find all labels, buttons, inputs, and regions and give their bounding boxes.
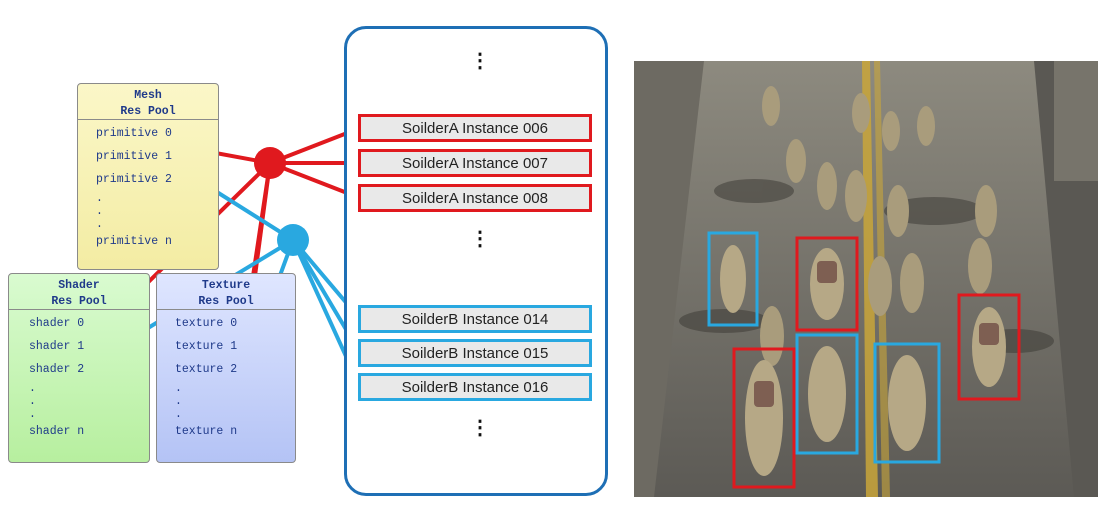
instance-soldier-a-006: SoilderA Instance 006 [358,114,592,142]
mesh-item: primitive 1 [96,150,172,163]
instance-soldier-a-007: SoilderA Instance 007 [358,149,592,177]
texture-item: . [175,382,182,395]
mesh-item: . [96,218,103,231]
highlight-box-a [732,347,796,489]
shader-item: shader n [29,425,85,438]
shader-item: shader 1 [29,340,85,353]
texture-item: . [175,395,182,408]
shader-item: . [29,395,36,408]
texture-pool-subtitle: Res Pool [198,295,254,308]
mesh-item: . [96,192,103,205]
instance-soldier-b-016: SoilderB Instance 016 [358,373,592,401]
shader-item: shader 0 [29,317,85,330]
shader-pool-subtitle: Res Pool [51,295,107,308]
mesh-item: primitive 0 [96,127,172,140]
texture-pool-title: Texture [201,279,251,292]
instance-soldier-b-015: SoilderB Instance 015 [358,339,592,367]
ellipsis-bottom: ⋮ [470,417,490,439]
shader-res-pool: Shader Res Pool shader 0 shader 1 shader… [8,273,150,463]
mesh-item: primitive 2 [96,173,172,186]
shader-item: . [29,382,36,395]
ellipsis-middle: ⋮ [470,228,490,250]
group-b-node [277,224,309,256]
mesh-pool-subtitle: Res Pool [120,105,176,118]
texture-item: . [175,408,182,421]
mesh-pool-title: Mesh [134,89,162,102]
ellipsis-top: ⋮ [470,50,490,72]
shader-pool-header: Shader Res Pool [9,274,149,310]
instance-soldier-b-014: SoilderB Instance 014 [358,305,592,333]
shader-item: . [29,408,36,421]
instance-soldier-a-008: SoilderA Instance 008 [358,184,592,212]
texture-item: texture 1 [175,340,238,353]
shader-item: shader 2 [29,363,85,376]
texture-item: texture 2 [175,363,238,376]
group-a-node [254,147,286,179]
mesh-item: . [96,205,103,218]
mesh-res-pool: Mesh Res Pool primitive 0 primitive 1 pr… [77,83,219,270]
instance-panel [344,26,608,496]
highlight-box-a [795,236,859,332]
texture-item: texture n [175,425,238,438]
highlight-box-b [795,333,859,455]
soldier-crowd-image [634,61,1098,497]
texture-res-pool: Texture Res Pool texture 0 texture 1 tex… [156,273,296,463]
shader-pool-title: Shader [58,279,100,292]
highlight-box-a [957,293,1021,401]
texture-pool-header: Texture Res Pool [157,274,295,310]
highlight-box-b [707,231,759,327]
texture-item: texture 0 [175,317,238,330]
mesh-pool-header: Mesh Res Pool [78,84,218,120]
mesh-item: primitive n [96,235,172,248]
highlight-box-b [873,342,941,464]
